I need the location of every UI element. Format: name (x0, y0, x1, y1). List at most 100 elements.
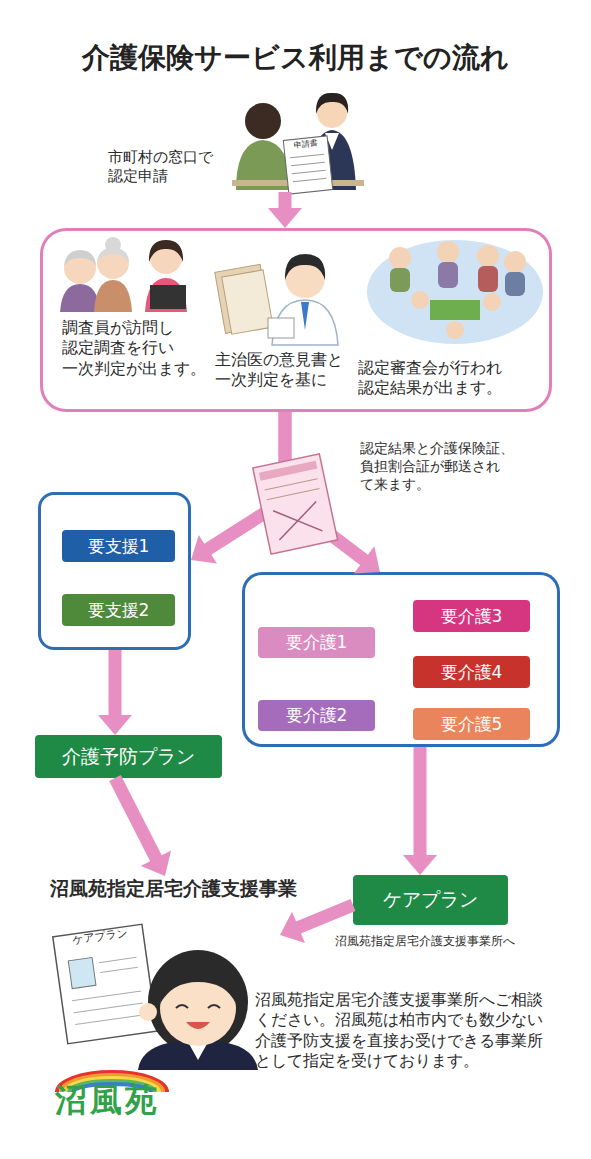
sheet-line (99, 957, 137, 962)
doctor-tie (301, 302, 309, 330)
committee-illustration (367, 240, 543, 344)
person-body (94, 280, 132, 312)
node-text: 主治医の意見書と 一次判定を基に (215, 350, 365, 391)
form-line (290, 154, 324, 158)
node-text: 認定審査会が行われ 認定結果が出ます。 (358, 358, 538, 399)
logo-text: 沼風苑 (55, 1080, 185, 1121)
box-label: 要支援2 (88, 599, 150, 622)
staff-bangs (160, 964, 236, 1004)
arrow-shaft (285, 412, 366, 561)
sheet-portrait (68, 958, 96, 989)
doctor-illustration (215, 254, 338, 345)
form-line (291, 162, 325, 166)
level-box: 要介護5 (413, 708, 530, 740)
sheet-line (75, 1015, 144, 1025)
node-text: 沼風苑指定居宅介護支援事業 (50, 876, 350, 900)
member-head (411, 291, 429, 309)
counter-illustration (232, 93, 364, 194)
plan-box: 介護予防プラン (35, 735, 222, 778)
flow-arrow (191, 412, 285, 564)
box-label: 要介護2 (286, 704, 348, 727)
certificate-illustration (253, 454, 338, 554)
box-label: 介護予防プラン (62, 744, 195, 770)
meeting-table (430, 300, 480, 320)
member-head (504, 251, 526, 273)
member-body (505, 272, 525, 296)
box-label: 要介護5 (441, 713, 503, 736)
form-line (293, 178, 327, 182)
arrow-shaft (115, 778, 157, 860)
arrow-shaft (297, 905, 353, 928)
person-body (60, 284, 100, 312)
level-box: 要介護4 (413, 656, 530, 688)
edge-label: 沼風苑指定居宅介護支援事業所へ (335, 934, 545, 949)
node-text: 調査員が訪問し 認定調査を行い 一次判定が出ます。 (62, 318, 218, 379)
member-body (478, 266, 498, 292)
certificate-line (265, 479, 318, 490)
certificate-header (259, 461, 317, 481)
level-box: 要支援1 (62, 530, 175, 562)
sheet-line (100, 967, 138, 972)
paper-sheet (222, 270, 273, 334)
member-body (390, 268, 410, 292)
sheet-line (74, 1003, 143, 1013)
staff-hair (316, 93, 348, 114)
step-area: 市町村の窓口で 認定申請 (100, 92, 360, 192)
group-box: 要介護1 要介護2 要介護3 要介護4 要介護5 (242, 572, 560, 747)
staff-eye (208, 1005, 220, 1008)
arrow-head (141, 850, 171, 876)
member-body (438, 262, 458, 288)
staff-mouth (186, 1022, 210, 1029)
level-box: 要介護3 (413, 600, 530, 632)
arrow-shaft (279, 192, 292, 210)
person-hair (149, 240, 183, 262)
flow-arrow (403, 747, 437, 875)
box-label: 要介護1 (286, 631, 348, 654)
flow-arrow (98, 650, 132, 735)
arrow-head (280, 912, 305, 943)
sheet-line (72, 991, 141, 1001)
level-box: 要支援2 (62, 594, 175, 626)
arrow-head (354, 546, 380, 573)
arrow-head (403, 855, 437, 875)
box-label: 要支援1 (88, 535, 150, 558)
certificate-paper (253, 454, 338, 554)
person-hair (97, 248, 129, 262)
doctor-document (268, 318, 294, 338)
box-label: 要介護3 (441, 605, 503, 628)
arrow-head (268, 208, 302, 228)
meeting-bubble (367, 240, 543, 344)
arrow-head (191, 535, 217, 564)
member-head (483, 293, 501, 311)
box-label: 要介護4 (441, 661, 503, 684)
question-card (150, 285, 186, 309)
process-panel: 調査員が訪問し 認定調査を行い 一次判定が出ます。主治医の意見書と 一次判定を基… (40, 228, 552, 412)
member-head (446, 321, 464, 339)
person-hair (64, 250, 96, 266)
person-body (145, 278, 187, 312)
survey-illustration (60, 237, 187, 312)
staff-hair (148, 950, 248, 1054)
certificate-mark (273, 502, 322, 540)
form-line (292, 170, 326, 174)
member-head (437, 241, 459, 263)
level-box: 要介護1 (258, 627, 375, 658)
node-text: 沼風苑指定居宅介護支援事業所へご相談 ください。沼風苑は柏市内でも数少ない 介護… (255, 990, 571, 1072)
medical-papers (215, 264, 273, 335)
plan-box: ケアプラン (353, 875, 508, 925)
box-label: ケアプラン (383, 887, 478, 913)
group-box: 要支援1 要支援2 (38, 492, 191, 650)
office-heading: 沼風苑指定居宅介護支援事業 (48, 876, 338, 904)
diagram-title: 介護保険サービス利用までの流れ (0, 40, 591, 76)
arrow-shaft (109, 650, 122, 717)
doctor-hair (285, 254, 325, 280)
consult-area: 沼風苑指定居宅介護支援事業所へご相談 ください。沼風苑は柏市内でも数少ない 介護… (55, 935, 565, 1070)
arrow-shaft (206, 412, 285, 550)
flow-arrow (268, 192, 302, 228)
staff-eye (176, 1005, 188, 1008)
flow-arrow (285, 412, 380, 573)
arrow-shaft (414, 747, 427, 857)
arrow-head (98, 715, 132, 735)
